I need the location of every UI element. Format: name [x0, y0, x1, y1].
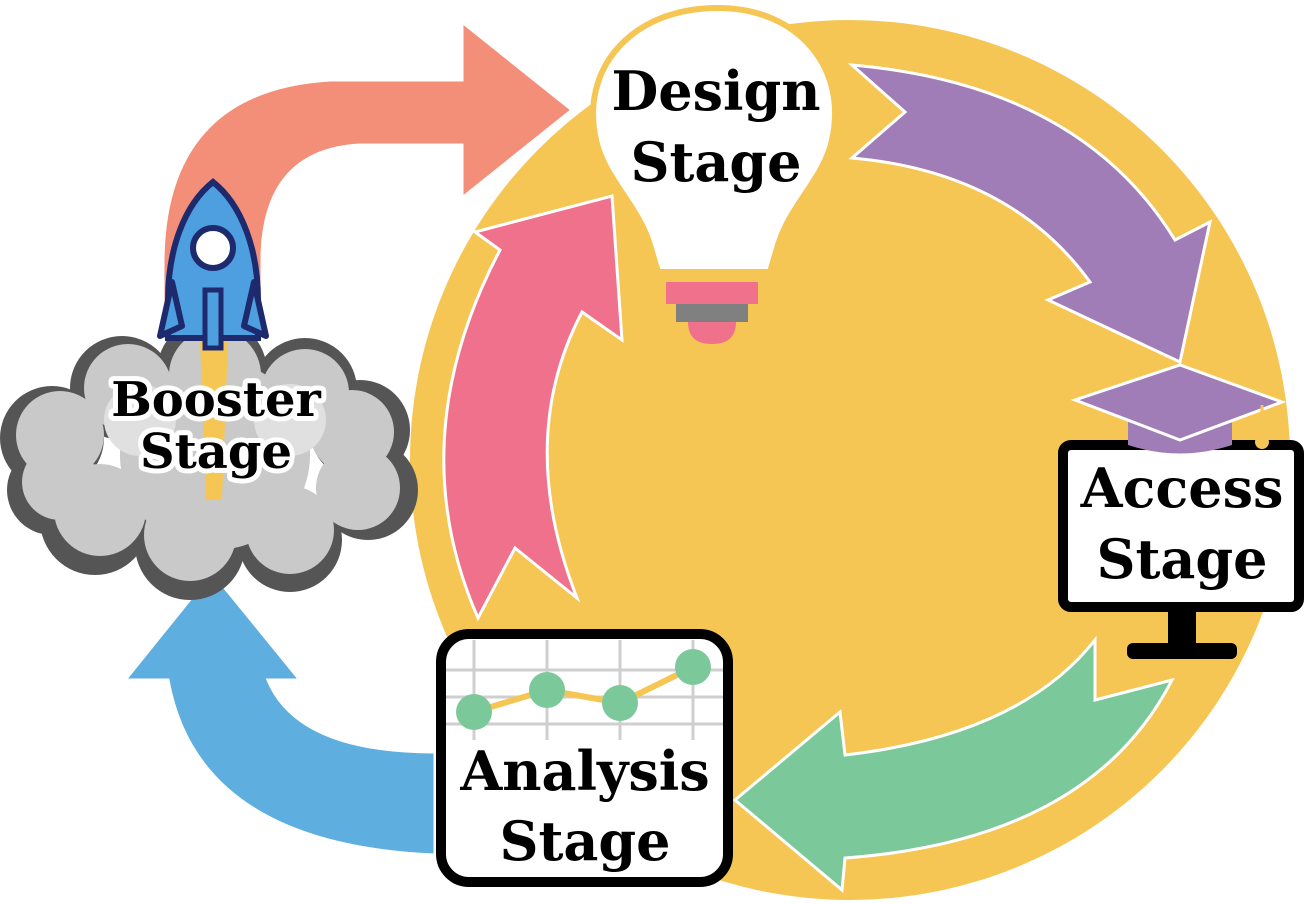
design-stage-line2: Stage: [630, 130, 801, 194]
design-stage-label: Design Stage: [611, 59, 820, 194]
graduation-cap-monitor-icon: [1058, 363, 1304, 659]
analysis-stage-line2: Stage: [499, 809, 670, 873]
lightbulb-icon: [590, 4, 839, 344]
booster-stage-label: Booster Stage: [106, 367, 326, 485]
access-to-analysis-arrow: [732, 635, 1175, 893]
booster-to-design-arrow: [161, 18, 575, 332]
analysis-to-design-arrow: [442, 194, 624, 622]
access-stage-line1: Access: [1080, 456, 1284, 520]
access-stage-line2: Stage: [1096, 527, 1267, 591]
booster-stage-line2: Stage: [140, 424, 292, 480]
design-stage-line1: Design: [611, 59, 820, 123]
line-chart-icon: [436, 629, 733, 887]
design-to-access-arrow: [847, 63, 1213, 365]
booster-stage-line1: Booster: [111, 372, 321, 428]
analysis-stage-label: Analysis Stage: [459, 739, 709, 873]
access-stage-label: Access Stage: [1080, 456, 1284, 591]
analysis-stage-line1: Analysis: [459, 739, 709, 803]
rocket-cloud-icon: [0, 178, 418, 600]
analysis-to-booster-arrow: [121, 569, 437, 857]
